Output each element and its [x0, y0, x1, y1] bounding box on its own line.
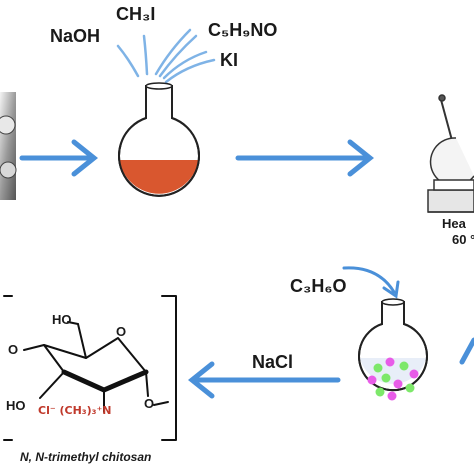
arrow-flask-to-heater — [235, 139, 375, 177]
reaction-flask — [118, 82, 200, 197]
heat-temperature-label: 60 ° — [452, 232, 474, 247]
structure-ho-bottom-label: HO — [6, 398, 26, 413]
heat-label: Hea — [442, 216, 466, 231]
structure-ring-o-label: O — [116, 324, 127, 339]
arrow-photo-to-flask — [19, 139, 99, 177]
reagent-naoh-label: NaOH — [50, 26, 101, 46]
precipitate-bubbles — [367, 357, 419, 401]
chitosan-structure — [3, 295, 177, 441]
structure-substituent-label: Cl⁻ (CH₃)₃⁺N — [38, 404, 112, 417]
reagent-ch3i-label: CH₃I — [116, 4, 156, 24]
arrow-flask-to-product — [187, 361, 341, 399]
product-caption: N, N-trimethyl chitosan — [20, 450, 152, 464]
acetone-jet — [342, 266, 400, 299]
arrow-heater-to-precipitation — [459, 337, 474, 365]
reagent-ki-label: KI — [220, 50, 238, 70]
heating-apparatus — [427, 94, 474, 213]
reagent-nacl-label: NaCl — [252, 352, 294, 372]
reagent-jets — [116, 28, 216, 84]
structure-methyl-o-label: O — [144, 396, 155, 411]
raw-material-photo — [0, 92, 17, 200]
reagent-acetone-label: C₃H₆O — [290, 276, 347, 296]
structure-ho-top-label: HO — [52, 312, 72, 327]
reagent-c5h9no-label: C₅H₉NO — [208, 20, 278, 40]
structure-o-left-label: O — [8, 342, 19, 357]
